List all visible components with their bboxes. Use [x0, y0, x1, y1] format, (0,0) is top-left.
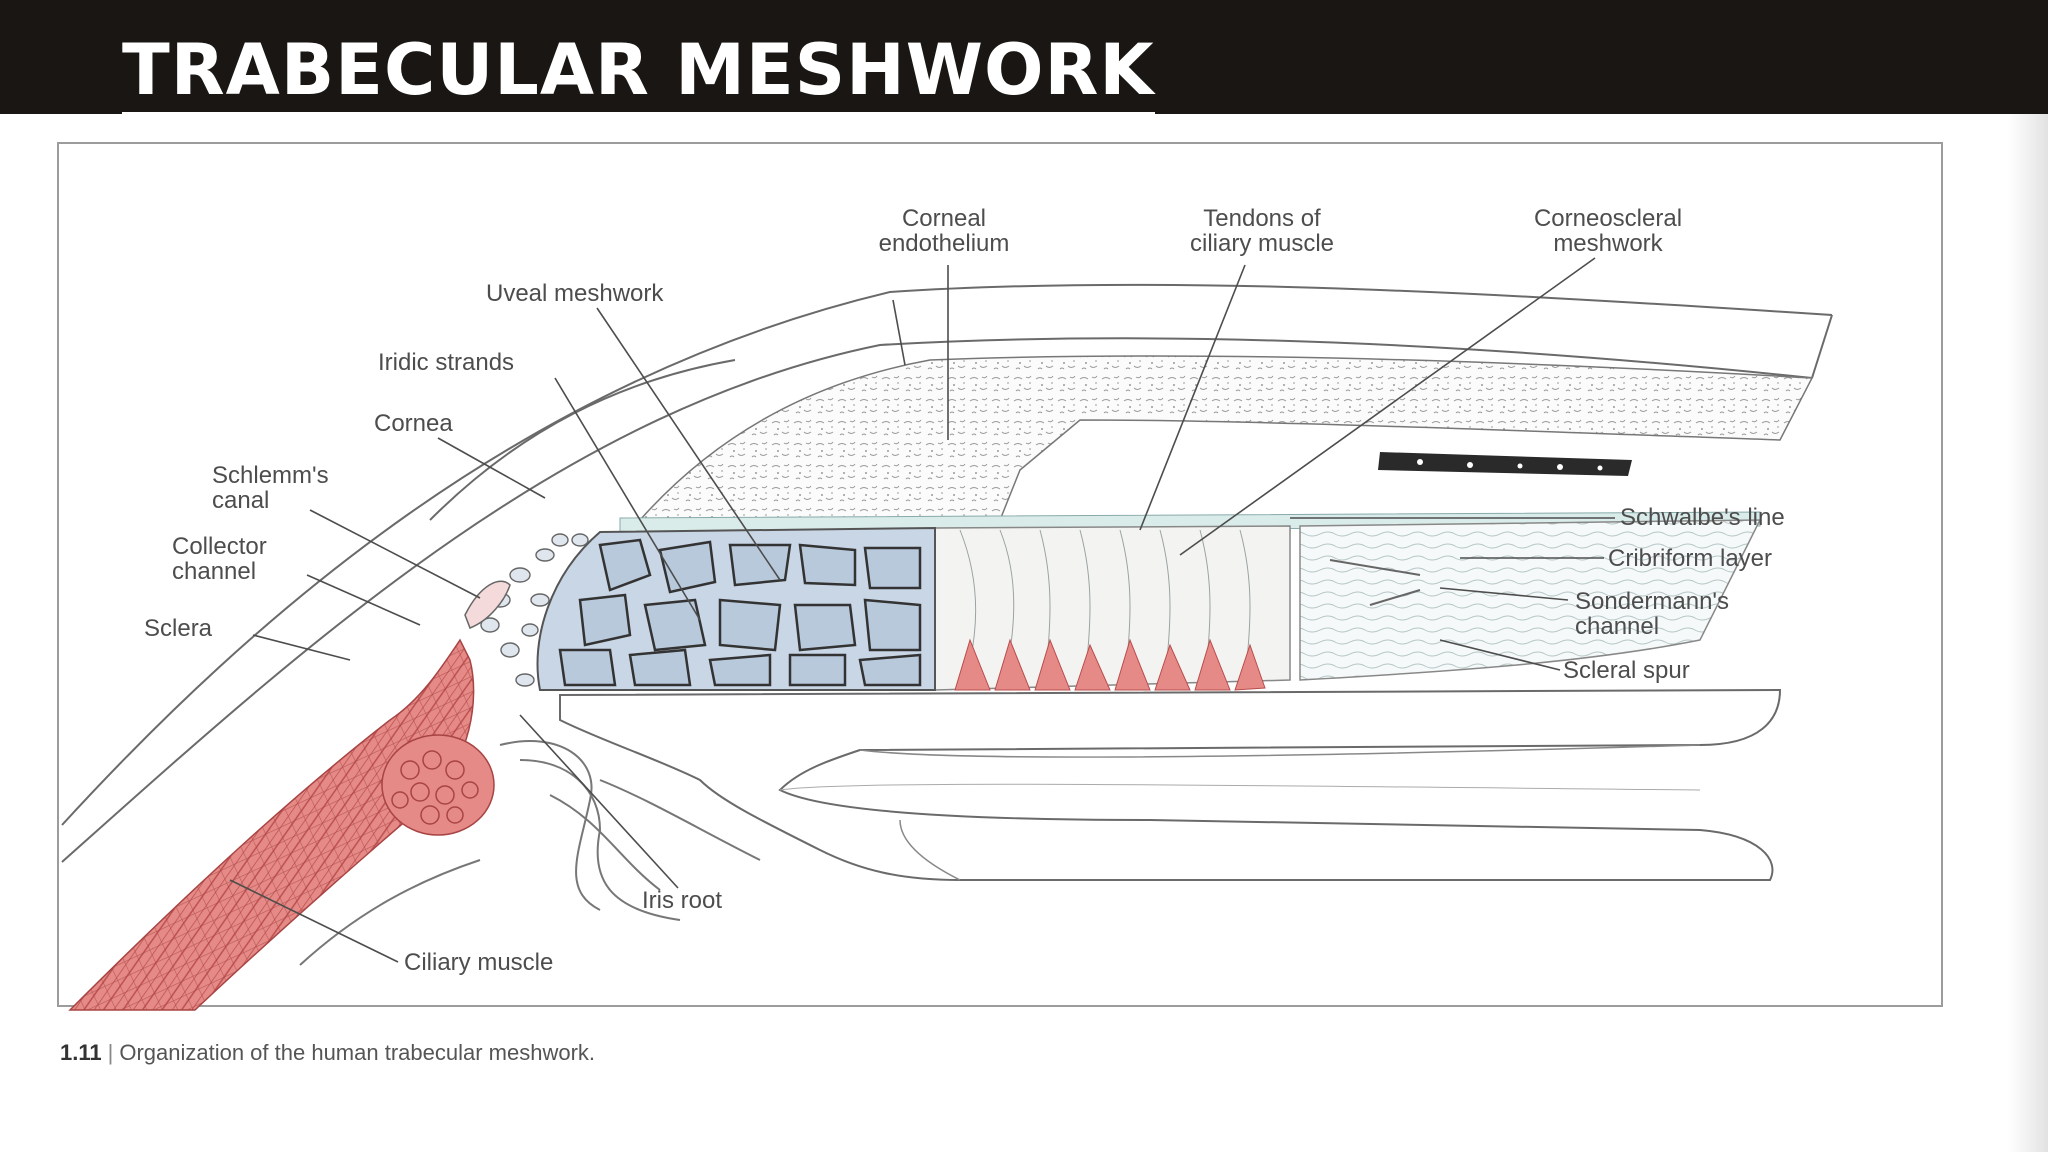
label-schwalbe-line: Schwalbe's line: [1620, 504, 1785, 531]
label-iridic-strands: Iridic strands: [378, 349, 514, 376]
descemet-band: [1378, 452, 1632, 476]
uveal-beams: [558, 538, 922, 687]
label-tendons-2: ciliary muscle: [1190, 230, 1334, 257]
slide-title: TRABECULAR MESHWORK: [122, 28, 1155, 117]
label-scleral-spur: Scleral spur: [1563, 657, 1690, 684]
diagram-labels: Corneal endothelium Tendons of ciliary m…: [144, 205, 1785, 976]
tendon-region: [934, 525, 1291, 691]
iris-body: [559, 688, 1782, 881]
label-ciliary-muscle: Ciliary muscle: [404, 949, 553, 976]
label-uveal-meshwork: Uveal meshwork: [486, 280, 664, 307]
label-tendons-1: Tendons of: [1203, 205, 1321, 232]
figure-caption: 1.11|Organization of the human trabecula…: [60, 1040, 595, 1066]
schlemms-canal: [464, 580, 511, 629]
leader-lines: [229, 257, 1615, 963]
label-cribriform-layer: Cribriform layer: [1608, 545, 1772, 572]
cornea-stroma: [638, 355, 1814, 521]
label-collector-1: Collector: [172, 533, 267, 560]
label-sondermann-1: Sondermann's: [1575, 588, 1729, 615]
label-corneoscleral-1: Corneoscleral: [1534, 205, 1682, 232]
label-cornea: Cornea: [374, 410, 453, 437]
circular-muscle-cells: [391, 750, 479, 825]
label-sondermann-2: channel: [1575, 613, 1659, 640]
label-collector-2: channel: [172, 558, 256, 585]
ciliary-body-folds: [299, 740, 761, 966]
caption-separator: |: [107, 1040, 114, 1065]
label-sclera: Sclera: [144, 615, 213, 642]
label-corneal-endothelium-1: Corneal: [902, 205, 986, 232]
tendon-muscle-tips: [954, 638, 1266, 691]
label-corneal-endothelium-2: endothelium: [879, 230, 1010, 257]
label-schlemm-1: Schlemm's: [212, 462, 329, 489]
label-corneoscleral-2: meshwork: [1553, 230, 1663, 257]
descemet-dots: [1417, 459, 1603, 471]
label-schlemm-2: canal: [212, 487, 269, 514]
slide-edge-shadow: [2008, 114, 2048, 1152]
figure-number: 1.11: [60, 1040, 102, 1065]
title-bar: TRABECULAR MESHWORK: [0, 0, 2048, 117]
cribriform-region: [1299, 519, 1762, 681]
label-iris-root: Iris root: [642, 887, 722, 914]
caption-text: Organization of the human trabecular mes…: [119, 1040, 596, 1065]
circular-muscle-bundle: [381, 734, 495, 836]
